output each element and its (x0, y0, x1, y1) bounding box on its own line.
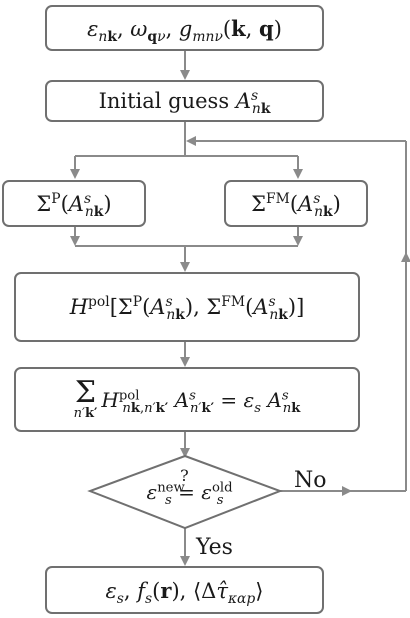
outputs-box: εs, fs(r), ⟨Δτ̂καp⟩ (45, 566, 324, 614)
convergence-diamond (87, 454, 283, 530)
sigma-fm-formula: ΣFM(Asnk) (251, 190, 341, 220)
outputs-formula: εs, fs(r), ⟨Δτ̂καp⟩ (105, 577, 264, 607)
hamiltonian-formula: Hpol[ΣP(Asnk), ΣFM(Asnk)] (69, 294, 305, 324)
sigma-fm-box: ΣFM(Asnk) (224, 180, 368, 227)
inputs-box: εnk, ωqν, gmnν(k, q) (45, 5, 324, 51)
hamiltonian-box: Hpol[ΣP(Asnk), ΣFM(Asnk)] (14, 272, 360, 342)
no-label: No (294, 468, 327, 493)
initial-guess-text: Initial guess Asnk (98, 88, 271, 118)
yes-label: Yes (196, 535, 233, 560)
sigma-p-formula: ΣP(Asnk) (36, 190, 112, 220)
convergence-label: εnews ?= εolds (146, 466, 233, 508)
inputs-formula: εnk, ωqν, gmnν(k, q) (87, 15, 282, 45)
sigma-p-box: ΣP(Asnk) (2, 180, 146, 227)
initial-guess-box: Initial guess Asnk (45, 80, 324, 122)
